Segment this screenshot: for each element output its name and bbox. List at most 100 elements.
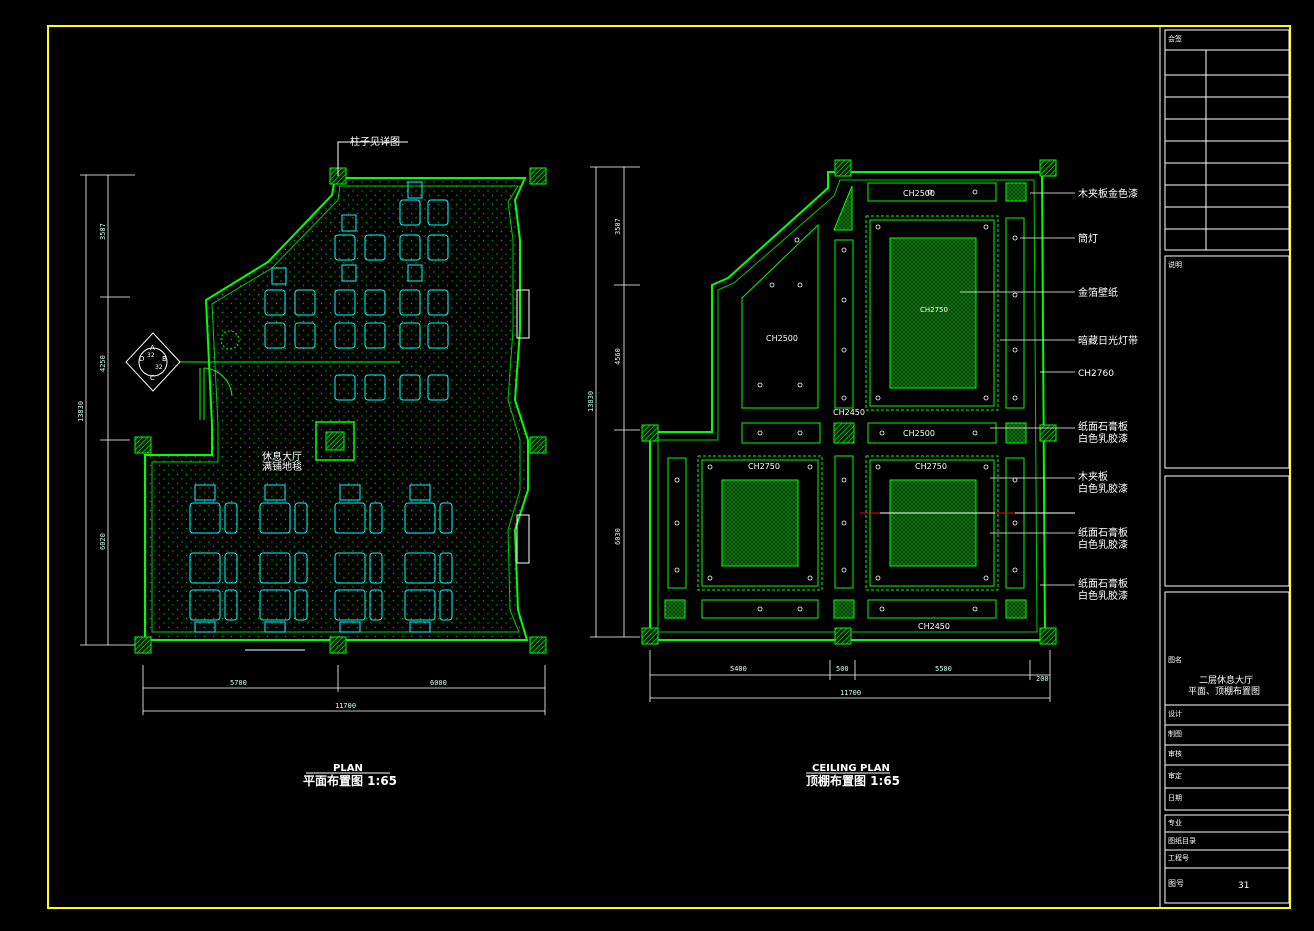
plan-column (529, 436, 547, 454)
plant-icon (220, 330, 240, 350)
ceiling-dim-left-total: 13830 (587, 391, 595, 412)
title-block-company: 会签 (1168, 34, 1182, 43)
plan-column (529, 167, 547, 185)
ceiling-dim-bottom (649, 650, 1051, 702)
room-floor-note: 满铺地毯 (262, 460, 302, 473)
plan-dim-left (80, 174, 135, 646)
ceiling-note: CH2760 (1078, 369, 1114, 379)
ceiling-title-cn: 顶棚布置图 1:65 (806, 773, 900, 788)
svg-text:A: A (150, 344, 155, 352)
ceiling-note: 木夹板金色漆 (1078, 187, 1138, 200)
title-block-row: 日期 (1168, 794, 1182, 802)
ceiling-dim-left-1: 3507 (614, 218, 622, 235)
plan-title-en: PLAN (333, 763, 363, 774)
ceiling-hatch-br (1005, 599, 1027, 619)
ceiling-note: 暗藏日光灯带 (1078, 334, 1138, 347)
ceiling-dim-bottom-2: 500 (836, 665, 849, 673)
plan-dim-left-3: 6020 (99, 533, 107, 550)
ceiling-side-strip (834, 239, 854, 409)
ceiling-title-en: CEILING PLAN (812, 763, 890, 774)
ceiling-note: 白色乳胶漆 (1078, 538, 1128, 551)
ceiling-mid-hatch (1005, 422, 1027, 444)
ceiling-center-strip (834, 455, 854, 589)
title-block-extra: 工程号 (1168, 853, 1189, 862)
title-block-project-label: 图名 (1168, 655, 1182, 664)
ceiling-coffer-lower-right-frame (869, 459, 995, 587)
ceiling-bottom-strip-left (701, 599, 819, 619)
plan-column (134, 436, 152, 454)
ceiling-column (641, 424, 659, 442)
ceiling-column (1039, 627, 1057, 645)
ceiling-hatch-triangle (833, 185, 853, 231)
plan-door (199, 367, 233, 420)
ceiling-center-column (833, 422, 855, 444)
ceiling-coffer-lower-left-frame (701, 459, 819, 587)
title-block-row: 设计 (1168, 709, 1182, 718)
plan-column (529, 636, 547, 654)
ceiling-note-leaders (960, 192, 1075, 586)
ceiling-slant-panel (741, 223, 819, 409)
ceiling-hatch-bl (664, 599, 686, 619)
ceiling-plan: CH2500 CH2750 CH2500 CH2450 CH2500 CH275… (587, 159, 1138, 788)
ceiling-right-strip-lower (1005, 457, 1025, 589)
room-label: 休息大厅 (262, 450, 302, 463)
downlight-icons (674, 189, 1018, 612)
ceiling-right-strip (1005, 217, 1025, 409)
title-block-row: 审定 (1168, 771, 1182, 780)
drawing-frame (47, 25, 1291, 909)
plan-dim-bottom-2: 6000 (430, 679, 447, 687)
ceiling-top-strip (867, 182, 997, 202)
ceiling-note: 筒灯 (1078, 232, 1098, 245)
ceiling-coffer-lower-right (865, 455, 999, 591)
svg-text:32: 32 (155, 364, 163, 371)
plan-center-column-core (325, 431, 345, 451)
ceiling-dim-left-3: 6030 (614, 528, 622, 545)
plan-column (134, 636, 152, 654)
plan-dim-bottom-total: 11700 (335, 702, 356, 710)
ceiling-note: 纸面石膏板 (1078, 526, 1128, 539)
ceiling-height-label: CH2500 (903, 429, 935, 438)
ceiling-coffer-lower-left-panel (721, 479, 799, 567)
ceiling-coffer-lower-right-panel (889, 479, 977, 567)
ceiling-height-label: CH2750 (915, 462, 947, 471)
ceiling-column (641, 627, 659, 645)
ceiling-bottom-strip-right (867, 599, 997, 619)
plan-center-column (315, 421, 355, 461)
svg-text:D: D (139, 355, 144, 363)
svg-text:B: B (162, 355, 167, 363)
column-note-leader (337, 141, 408, 176)
ceiling-column (1039, 159, 1057, 177)
ceiling-mid-strip-left (741, 422, 821, 444)
ceiling-height-label: CH2450 (918, 622, 950, 631)
plan-dim-bottom (142, 665, 546, 715)
drawing-number: 31 (1238, 881, 1249, 891)
ceiling-dim-bottom-total: 11700 (840, 689, 861, 697)
ceiling-dim-bottom-3: 5500 (935, 665, 952, 673)
column-note-text: 柱子见详图 (350, 135, 400, 148)
ceiling-column (834, 627, 852, 645)
ceiling-coffer-upper-frame (869, 219, 995, 407)
section-marker: A D B C 32 32 (125, 332, 181, 392)
ceiling-note: 木夹板 (1078, 470, 1108, 483)
ceiling-height-label: CH2450 (833, 408, 865, 417)
title-block-project-title-1: 二层休息大厅 (1199, 674, 1253, 686)
title-block-extra: 图纸目录 (1168, 836, 1196, 845)
ceiling-height-label: CH2500 (766, 334, 798, 343)
plan-window (516, 289, 530, 339)
title-block-remarks: 说明 (1168, 260, 1182, 269)
plan-dim-bottom-1: 5700 (230, 679, 247, 687)
plan-dim-left-2: 4250 (99, 355, 107, 372)
plan-chair-group-upper (264, 181, 449, 401)
ceiling-dim-left (590, 166, 640, 638)
ceiling-dim-bottom-1: 5400 (730, 665, 747, 673)
ceiling-note: 白色乳胶漆 (1078, 589, 1128, 602)
ceiling-hatch-box (1005, 182, 1027, 202)
drawing-number-label: 图号 (1168, 879, 1184, 888)
plan-chair-group-lower (189, 484, 453, 633)
svg-text:32: 32 (147, 352, 155, 359)
title-block (1164, 29, 1290, 904)
title-block-extra: 专业 (1168, 818, 1182, 827)
ceiling-note: 纸面石膏板 (1078, 420, 1128, 433)
svg-text:C: C (150, 374, 155, 382)
